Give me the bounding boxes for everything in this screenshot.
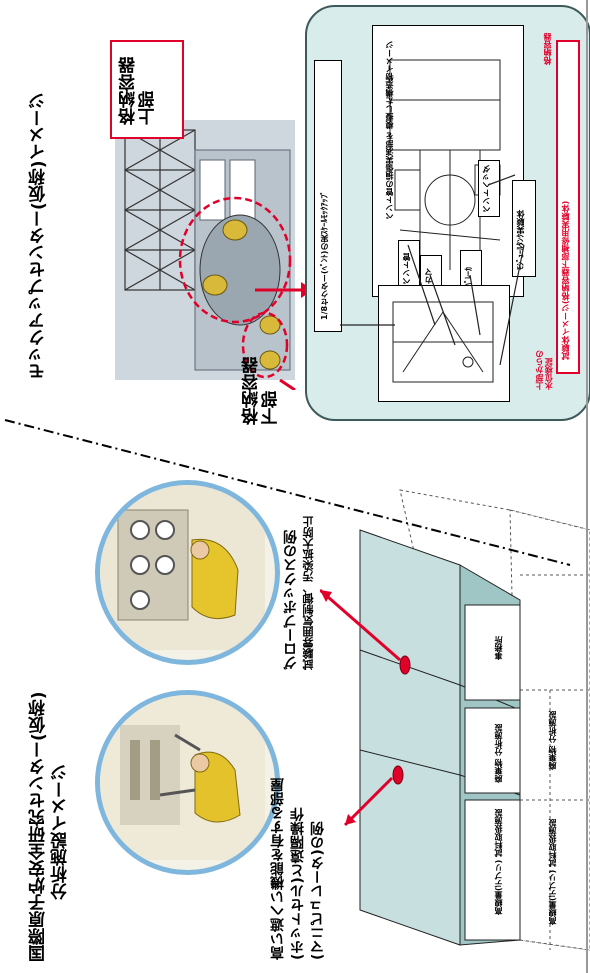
- ghost-label-hotlab: 高線量(デブリ) 試料取扱施設: [548, 818, 557, 925]
- analysis-building-diagram: [320, 489, 590, 951]
- bottom-caption: 上部からの 水位検証: [535, 350, 554, 390]
- panel-divider: [4, 419, 571, 566]
- mockup-building-photo: [115, 120, 296, 390]
- building-label-hotlab: 高線量(デブリ) 試料取扱施設: [494, 808, 503, 915]
- building-label-office: 事務所: [494, 636, 503, 660]
- upper-vessel-box: [110, 40, 184, 139]
- analysis-title-line2: 分析施設イメージ: [51, 764, 71, 900]
- inset-connectors: [340, 174, 525, 366]
- page-edge-rule: [586, 0, 588, 973]
- tag-module-tank: [512, 180, 536, 277]
- ghost-label-waste: 廃棄物 分析施設: [548, 711, 557, 770]
- scale-label-box: [314, 60, 342, 332]
- lower-vessel-label: 格納容器 下部: [242, 357, 282, 425]
- inset-top-mark: 格納容器: [543, 33, 552, 65]
- hotcell-callout-line1: 高い遮へい機能を有する部屋: [270, 778, 286, 960]
- hotcell-photo-circle: [95, 690, 280, 875]
- glovebox-photo-circle: [95, 480, 280, 665]
- hotcell-callout-line2: (ホットセル)と遠隔操作: [290, 807, 306, 960]
- right-caption-box: [556, 40, 580, 374]
- tag-vent-header: [478, 160, 500, 217]
- upper-vessel-label: 格納容器 上部: [119, 57, 159, 125]
- mockup-title: モックアップセンター(仮称)イメージ: [29, 92, 49, 380]
- building-label-waste: 廃棄物 分析施設: [494, 724, 503, 783]
- right-caption: 試験体イメージ(格納容器下部補修用実験体): [561, 200, 570, 360]
